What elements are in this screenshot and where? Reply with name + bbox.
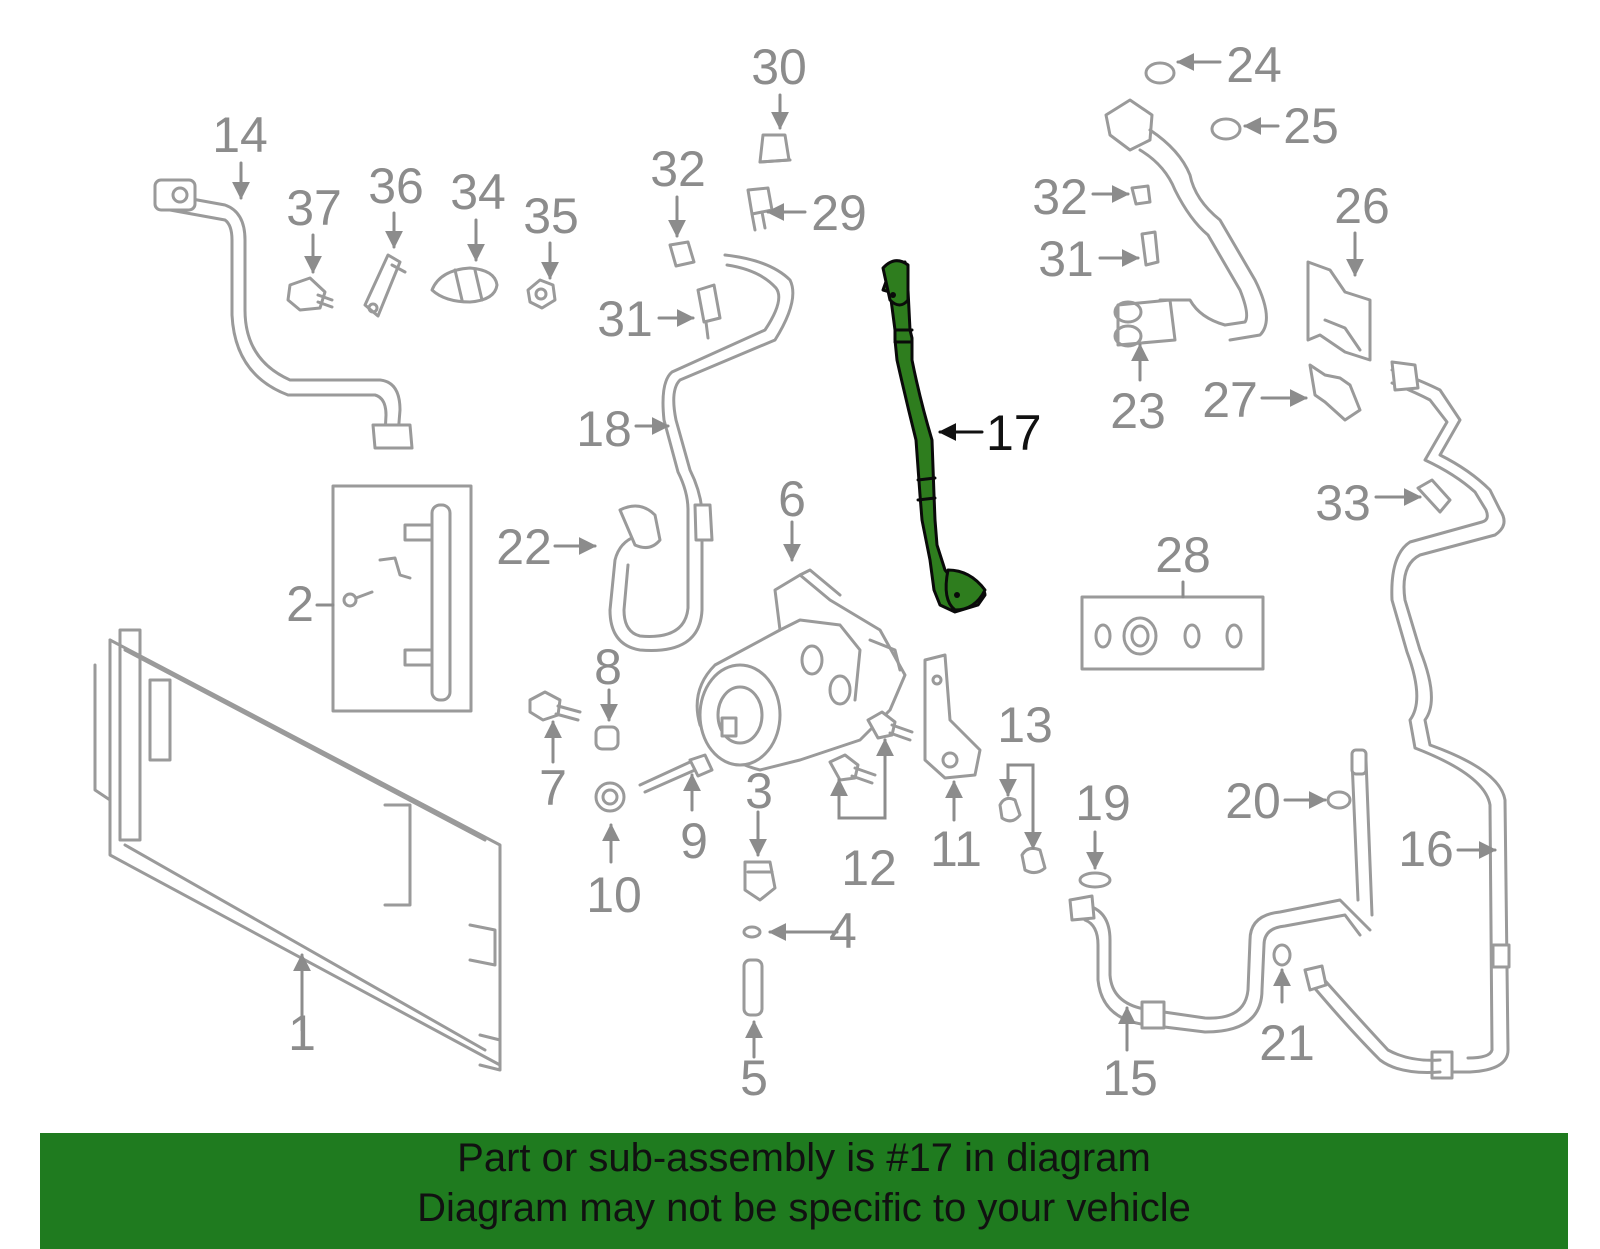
compressor-hardware xyxy=(528,653,1112,1017)
callout-17: 17 xyxy=(986,405,1042,461)
callout-35: 35 xyxy=(523,188,579,244)
callout-12: 12 xyxy=(841,840,897,896)
callout-4: 4 xyxy=(829,903,857,959)
callout-5: 5 xyxy=(740,1050,768,1106)
callout-labels: 1 2 3 4 5 6 7 8 9 10 11 12 13 14 15 16 1… xyxy=(212,37,1454,1106)
callout-32-right: 32 xyxy=(1032,169,1088,225)
callout-22: 22 xyxy=(496,519,552,575)
callout-7: 7 xyxy=(539,760,567,816)
callout-28: 28 xyxy=(1155,527,1211,583)
pipe-part-18 xyxy=(608,133,795,652)
callout-34: 34 xyxy=(450,164,506,220)
banner-line-1: Part or sub-assembly is #17 in diagram xyxy=(457,1136,1151,1180)
callout-37: 37 xyxy=(286,180,342,236)
callout-16: 16 xyxy=(1398,821,1454,877)
callout-33: 33 xyxy=(1315,475,1371,531)
callout-26: 26 xyxy=(1334,178,1390,234)
leader-lines xyxy=(232,53,1497,1059)
callout-29: 29 xyxy=(811,185,867,241)
callout-13: 13 xyxy=(997,697,1053,753)
callout-32-left: 32 xyxy=(650,141,706,197)
callout-27: 27 xyxy=(1202,372,1258,428)
pipe-part-23 xyxy=(1104,61,1268,348)
callout-24: 24 xyxy=(1226,37,1282,93)
callout-8: 8 xyxy=(594,639,622,695)
callout-15: 15 xyxy=(1102,1050,1158,1106)
receiver-drier-part xyxy=(331,484,473,713)
callout-31-right: 31 xyxy=(1038,231,1094,287)
callout-30: 30 xyxy=(751,39,807,95)
callout-36: 36 xyxy=(368,158,424,214)
pipe-part-16 xyxy=(1390,360,1511,1080)
callout-1: 1 xyxy=(288,1005,316,1061)
small-fittings-top-left xyxy=(286,253,557,318)
info-banner: Part or sub-assembly is #17 in diagram D… xyxy=(40,1133,1568,1249)
pipe-part-15 xyxy=(1068,748,1442,1074)
callout-23: 23 xyxy=(1110,383,1166,439)
callout-14: 14 xyxy=(212,107,268,163)
callout-10: 10 xyxy=(586,867,642,923)
highlighted-hose-part-17 xyxy=(881,259,987,614)
compressor-part xyxy=(695,568,907,772)
callout-18: 18 xyxy=(576,401,632,457)
banner-line-2: Diagram may not be specific to your vehi… xyxy=(417,1186,1191,1230)
callout-6: 6 xyxy=(778,471,806,527)
pipe-part-14 xyxy=(153,178,414,450)
callout-25: 25 xyxy=(1283,98,1339,154)
condenser-part xyxy=(93,628,502,1072)
callout-2: 2 xyxy=(286,576,314,632)
callout-31-left: 31 xyxy=(597,291,653,347)
callout-11: 11 xyxy=(930,821,982,877)
callout-21: 21 xyxy=(1259,1015,1315,1071)
callout-9: 9 xyxy=(680,813,708,869)
oring-kit-part xyxy=(1080,595,1265,671)
bracket-part-26-27 xyxy=(1306,260,1372,422)
info-banner-background xyxy=(40,1133,1568,1249)
callout-19: 19 xyxy=(1075,775,1131,831)
callout-20: 20 xyxy=(1225,773,1281,829)
callout-3: 3 xyxy=(745,763,773,819)
